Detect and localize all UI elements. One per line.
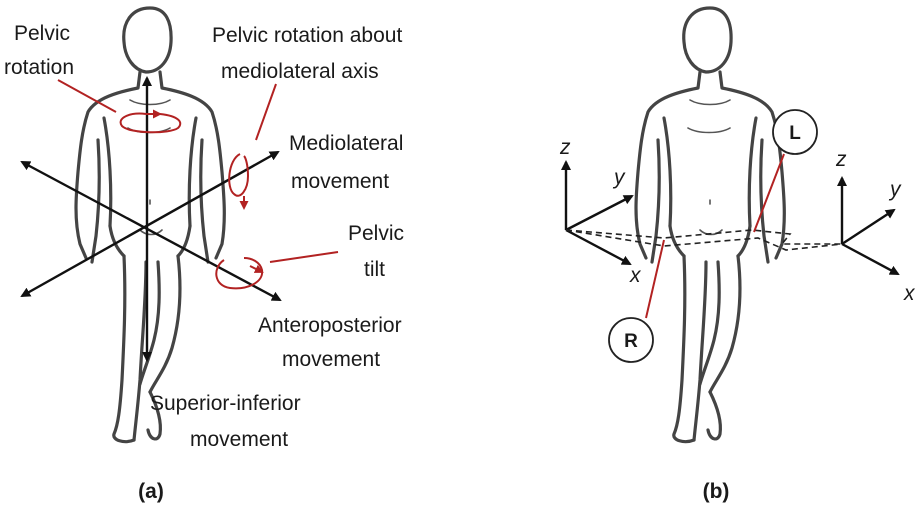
frame-r-z-label: z <box>559 136 571 159</box>
panel-b: z y x z y x R L (b) <box>559 8 916 503</box>
label-ap-movement-line2: movement <box>282 348 380 371</box>
label-pelvic-rotation-line2: rotation <box>4 56 74 79</box>
panel-a: Pelvic rotation Pelvic rotation about me… <box>4 8 404 503</box>
human-figure-b <box>636 8 784 442</box>
frame-l-y-label: y <box>888 178 902 201</box>
frame-left-hip: z y x <box>835 148 916 305</box>
frame-l-x-axis <box>842 244 898 274</box>
label-ml-movement-line1: Mediolateral <box>289 132 403 155</box>
frame-l-y-axis <box>842 210 894 244</box>
pelvic-tilt-leader <box>270 252 338 262</box>
anteroposterior-axis <box>22 162 280 300</box>
marker-l-label: L <box>789 123 801 144</box>
frame-r-x-label: x <box>629 264 642 287</box>
label-rotation-ml-line2: mediolateral axis <box>221 60 379 83</box>
frame-l-x-label: x <box>903 282 916 305</box>
axes-a <box>22 78 280 360</box>
mediolateral-axis <box>22 152 278 296</box>
label-rotation-ml-line1: Pelvic rotation about <box>212 24 402 47</box>
frame-l-z-label: z <box>835 148 847 171</box>
label-pelvic-tilt-line1: Pelvic <box>348 222 404 245</box>
frame-r-y-axis <box>566 196 632 230</box>
marker-r-label: R <box>624 331 638 352</box>
label-si-movement-line1: Superior-inferior <box>150 392 301 415</box>
pelvic-tilt-arrow <box>216 258 262 288</box>
pelvic-rotation-arrow <box>121 114 181 133</box>
label-ap-movement-line1: Anteroposterior <box>258 314 402 337</box>
label-si-movement-line2: movement <box>190 428 288 451</box>
caption-b: (b) <box>703 480 730 503</box>
marker-l-leader <box>754 154 784 232</box>
ml-rotation-leader <box>256 84 276 140</box>
caption-a: (a) <box>138 480 164 503</box>
label-pelvic-rotation-line1: Pelvic <box>14 22 70 45</box>
frame-r-y-label: y <box>612 166 626 189</box>
label-ml-movement-line2: movement <box>291 170 389 193</box>
label-pelvic-tilt-line2: tilt <box>364 258 385 281</box>
frame-right-hip: z y x <box>559 136 642 287</box>
